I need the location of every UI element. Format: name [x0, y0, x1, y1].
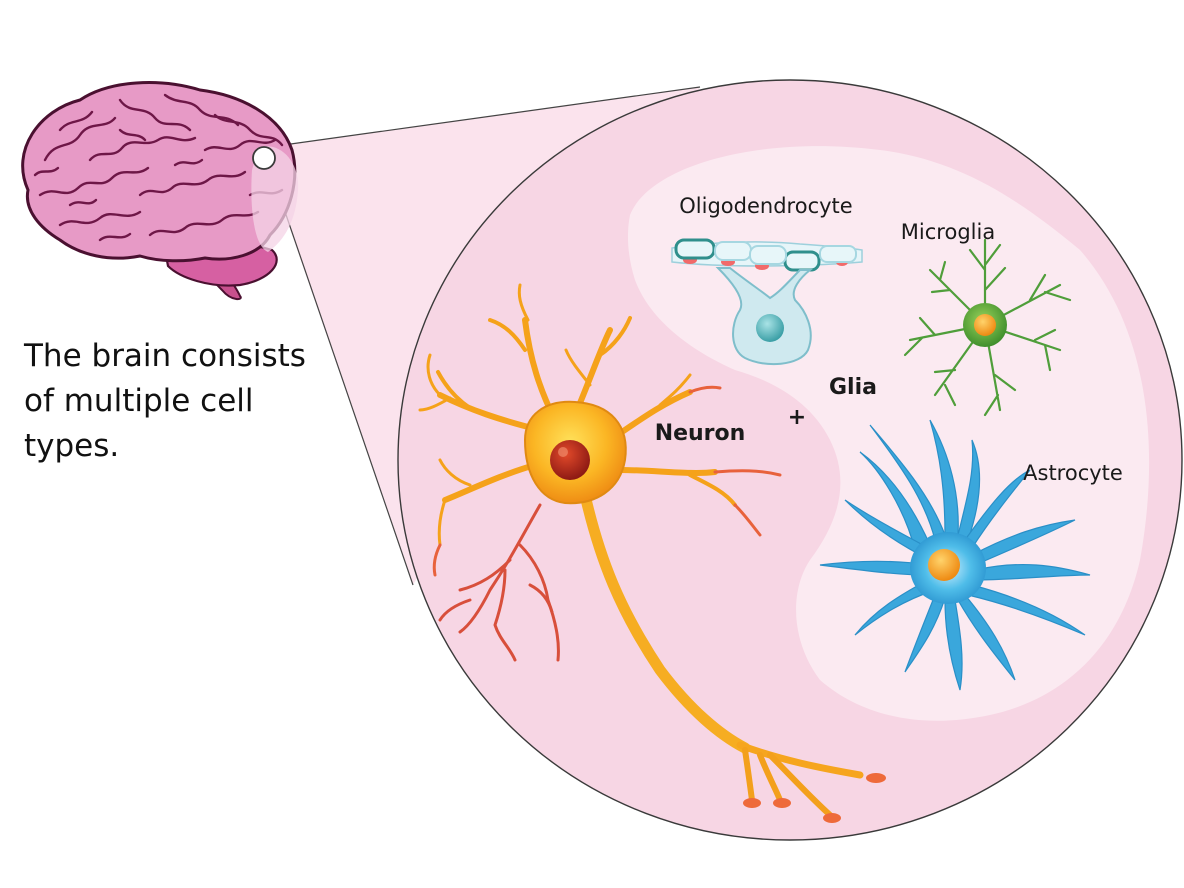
astrocyte-cell [819, 419, 1091, 691]
label-oligodendrocyte: Oligodendrocyte [679, 194, 852, 218]
microglia-soma [963, 303, 1007, 347]
label-plus: + [788, 405, 806, 430]
label-microglia: Microglia [901, 220, 995, 244]
brain-zoom-point [252, 146, 276, 170]
brain-illustration [21, 81, 299, 301]
label-astrocyte: Astrocyte [1023, 461, 1123, 485]
brain-caption: The brain consists of multiple cell type… [24, 338, 306, 464]
oligodendrocyte-cell [671, 238, 863, 366]
label-glia: Glia [829, 375, 877, 400]
label-neuron: Neuron [655, 421, 746, 446]
astrocyte-soma [910, 532, 986, 604]
neuron-cell [418, 283, 886, 823]
